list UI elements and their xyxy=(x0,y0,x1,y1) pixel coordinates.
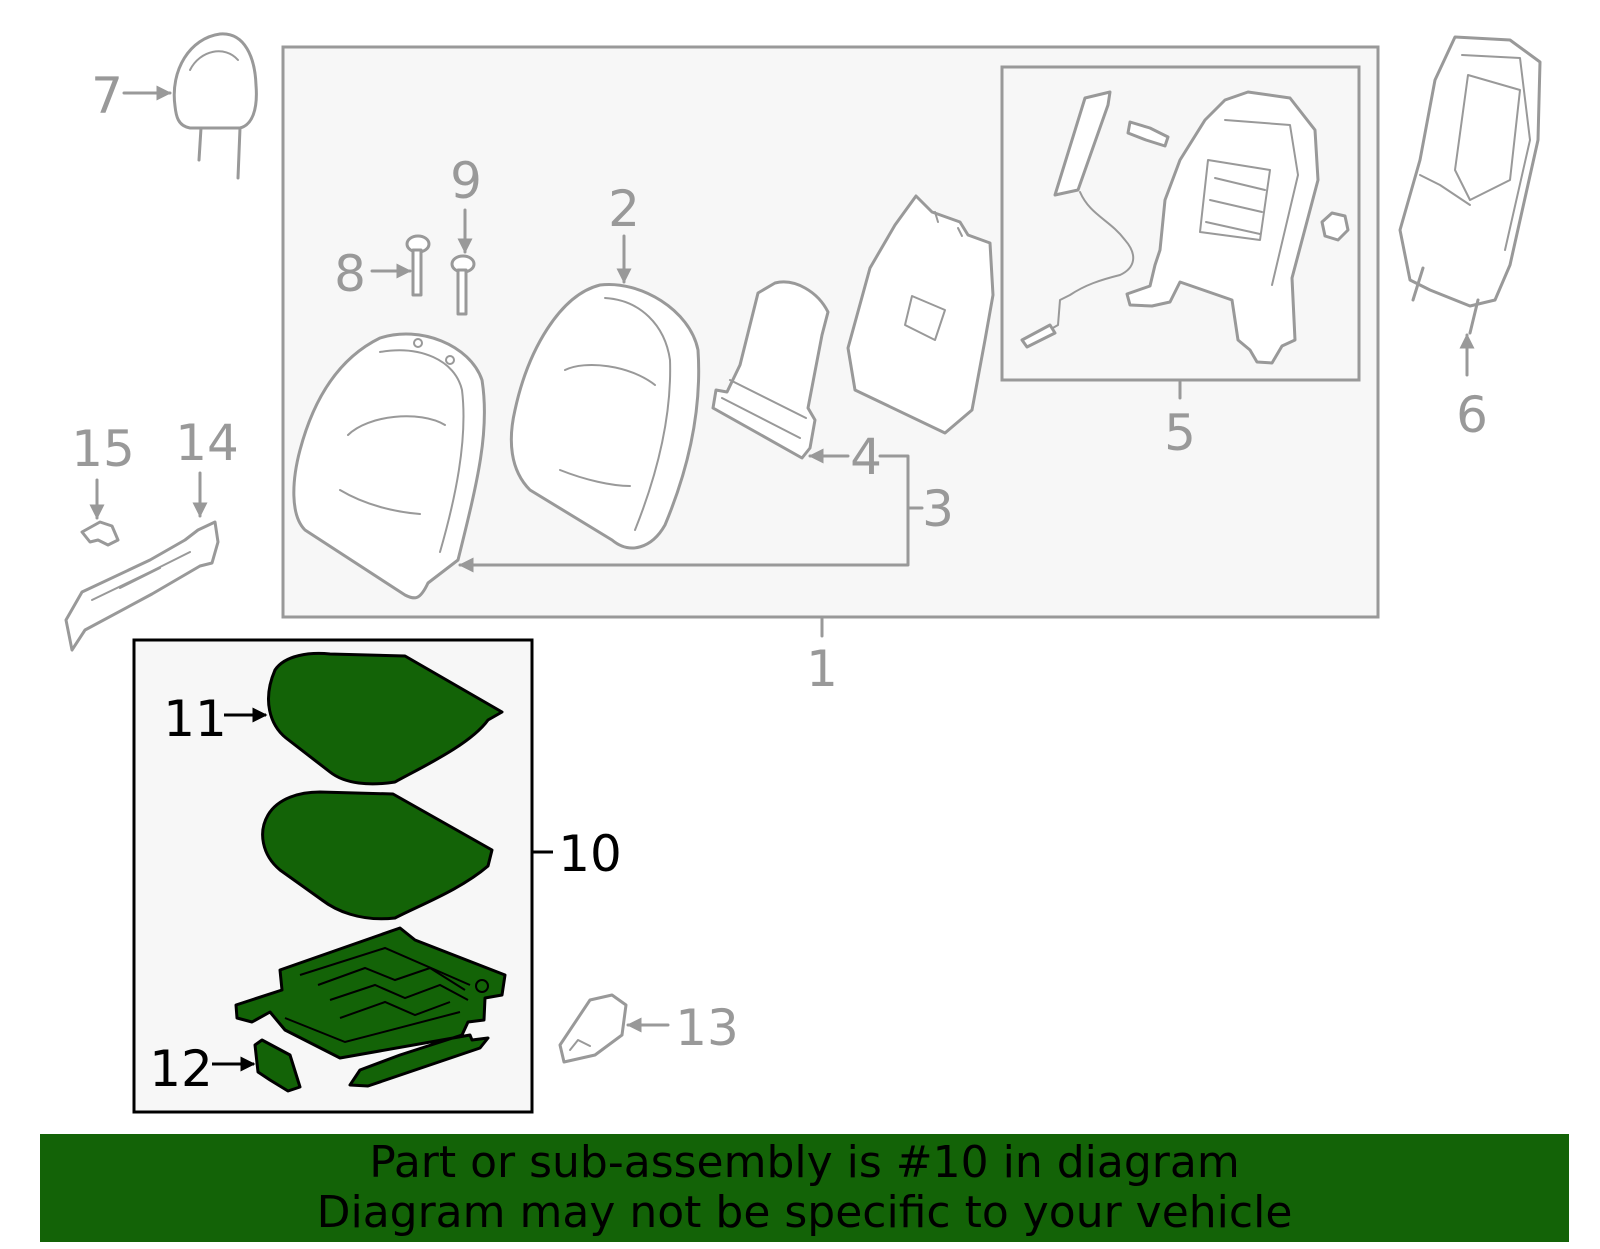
side-trim xyxy=(64,520,220,652)
seatback-frame xyxy=(1020,90,1350,365)
callout-11: 11 xyxy=(163,690,227,748)
bolt-8 xyxy=(405,234,431,297)
callout-5: 5 xyxy=(1164,404,1196,462)
info-banner: Part or sub-assembly is #10 in diagram D… xyxy=(40,1134,1569,1242)
callout-13: 13 xyxy=(675,999,739,1057)
back-board-panel xyxy=(846,194,995,435)
recliner-cover xyxy=(558,993,628,1064)
banner-line-2: Diagram may not be specific to your vehi… xyxy=(316,1187,1293,1238)
seatback-frame-outer xyxy=(1398,35,1542,335)
callout-6: 6 xyxy=(1456,386,1488,444)
bolt-9 xyxy=(450,254,476,316)
callout-7: 7 xyxy=(91,67,123,125)
cushion-trim-12 xyxy=(253,1038,302,1093)
callout-12: 12 xyxy=(149,1040,213,1098)
callout-14: 14 xyxy=(175,414,239,472)
callout-1: 1 xyxy=(806,640,838,698)
bracket-3 xyxy=(458,454,910,573)
callout-2: 2 xyxy=(608,180,640,238)
banner-line-1: Part or sub-assembly is #10 in diagram xyxy=(369,1137,1240,1188)
seatback-pad xyxy=(509,282,701,550)
headrest xyxy=(172,32,258,180)
cushion-pad xyxy=(261,790,494,921)
clip xyxy=(80,520,120,547)
callout-15: 15 xyxy=(71,420,135,478)
callout-8: 8 xyxy=(334,245,366,303)
callout-4: 4 xyxy=(850,428,882,486)
callout-9: 9 xyxy=(450,152,482,210)
callout-3: 3 xyxy=(922,480,954,538)
cushion-frame xyxy=(234,926,507,1088)
callout-10: 10 xyxy=(558,825,622,883)
seatback-cover xyxy=(292,332,487,600)
cushion-cover xyxy=(267,651,504,786)
lumbar-support xyxy=(711,280,830,460)
